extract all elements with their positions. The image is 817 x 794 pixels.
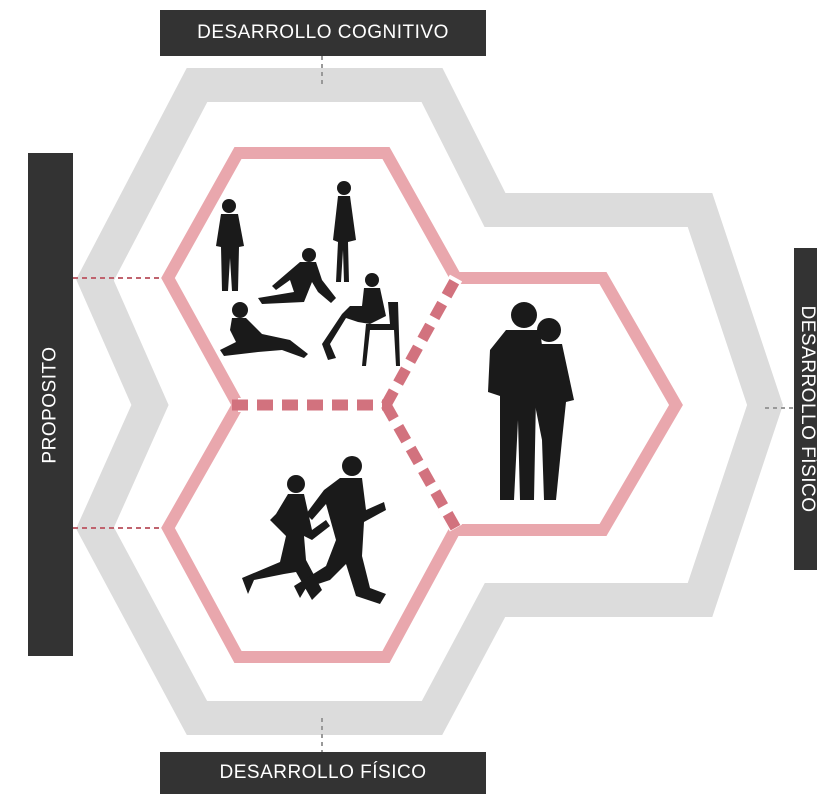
outer-band (76, 68, 783, 735)
label-physical-development: DESARROLLO FÍSICO (160, 752, 486, 794)
label-right-text: DESARROLLO FÍSICO (797, 305, 817, 513)
couple-walking-icon (488, 302, 574, 500)
label-physical-development-side: DESARROLLO FÍSICO (794, 248, 817, 570)
runners-icon (242, 456, 386, 604)
label-bottom-text: DESARROLLO FÍSICO (219, 762, 427, 783)
label-top-text: DESARROLLO COGNITIVO (197, 22, 449, 43)
label-purpose: PROPOSITO (28, 153, 73, 656)
label-cognitive-development: DESARROLLO COGNITIVO (160, 10, 486, 56)
label-left-text: PROPOSITO (39, 345, 61, 464)
people-group-icon (216, 181, 400, 366)
